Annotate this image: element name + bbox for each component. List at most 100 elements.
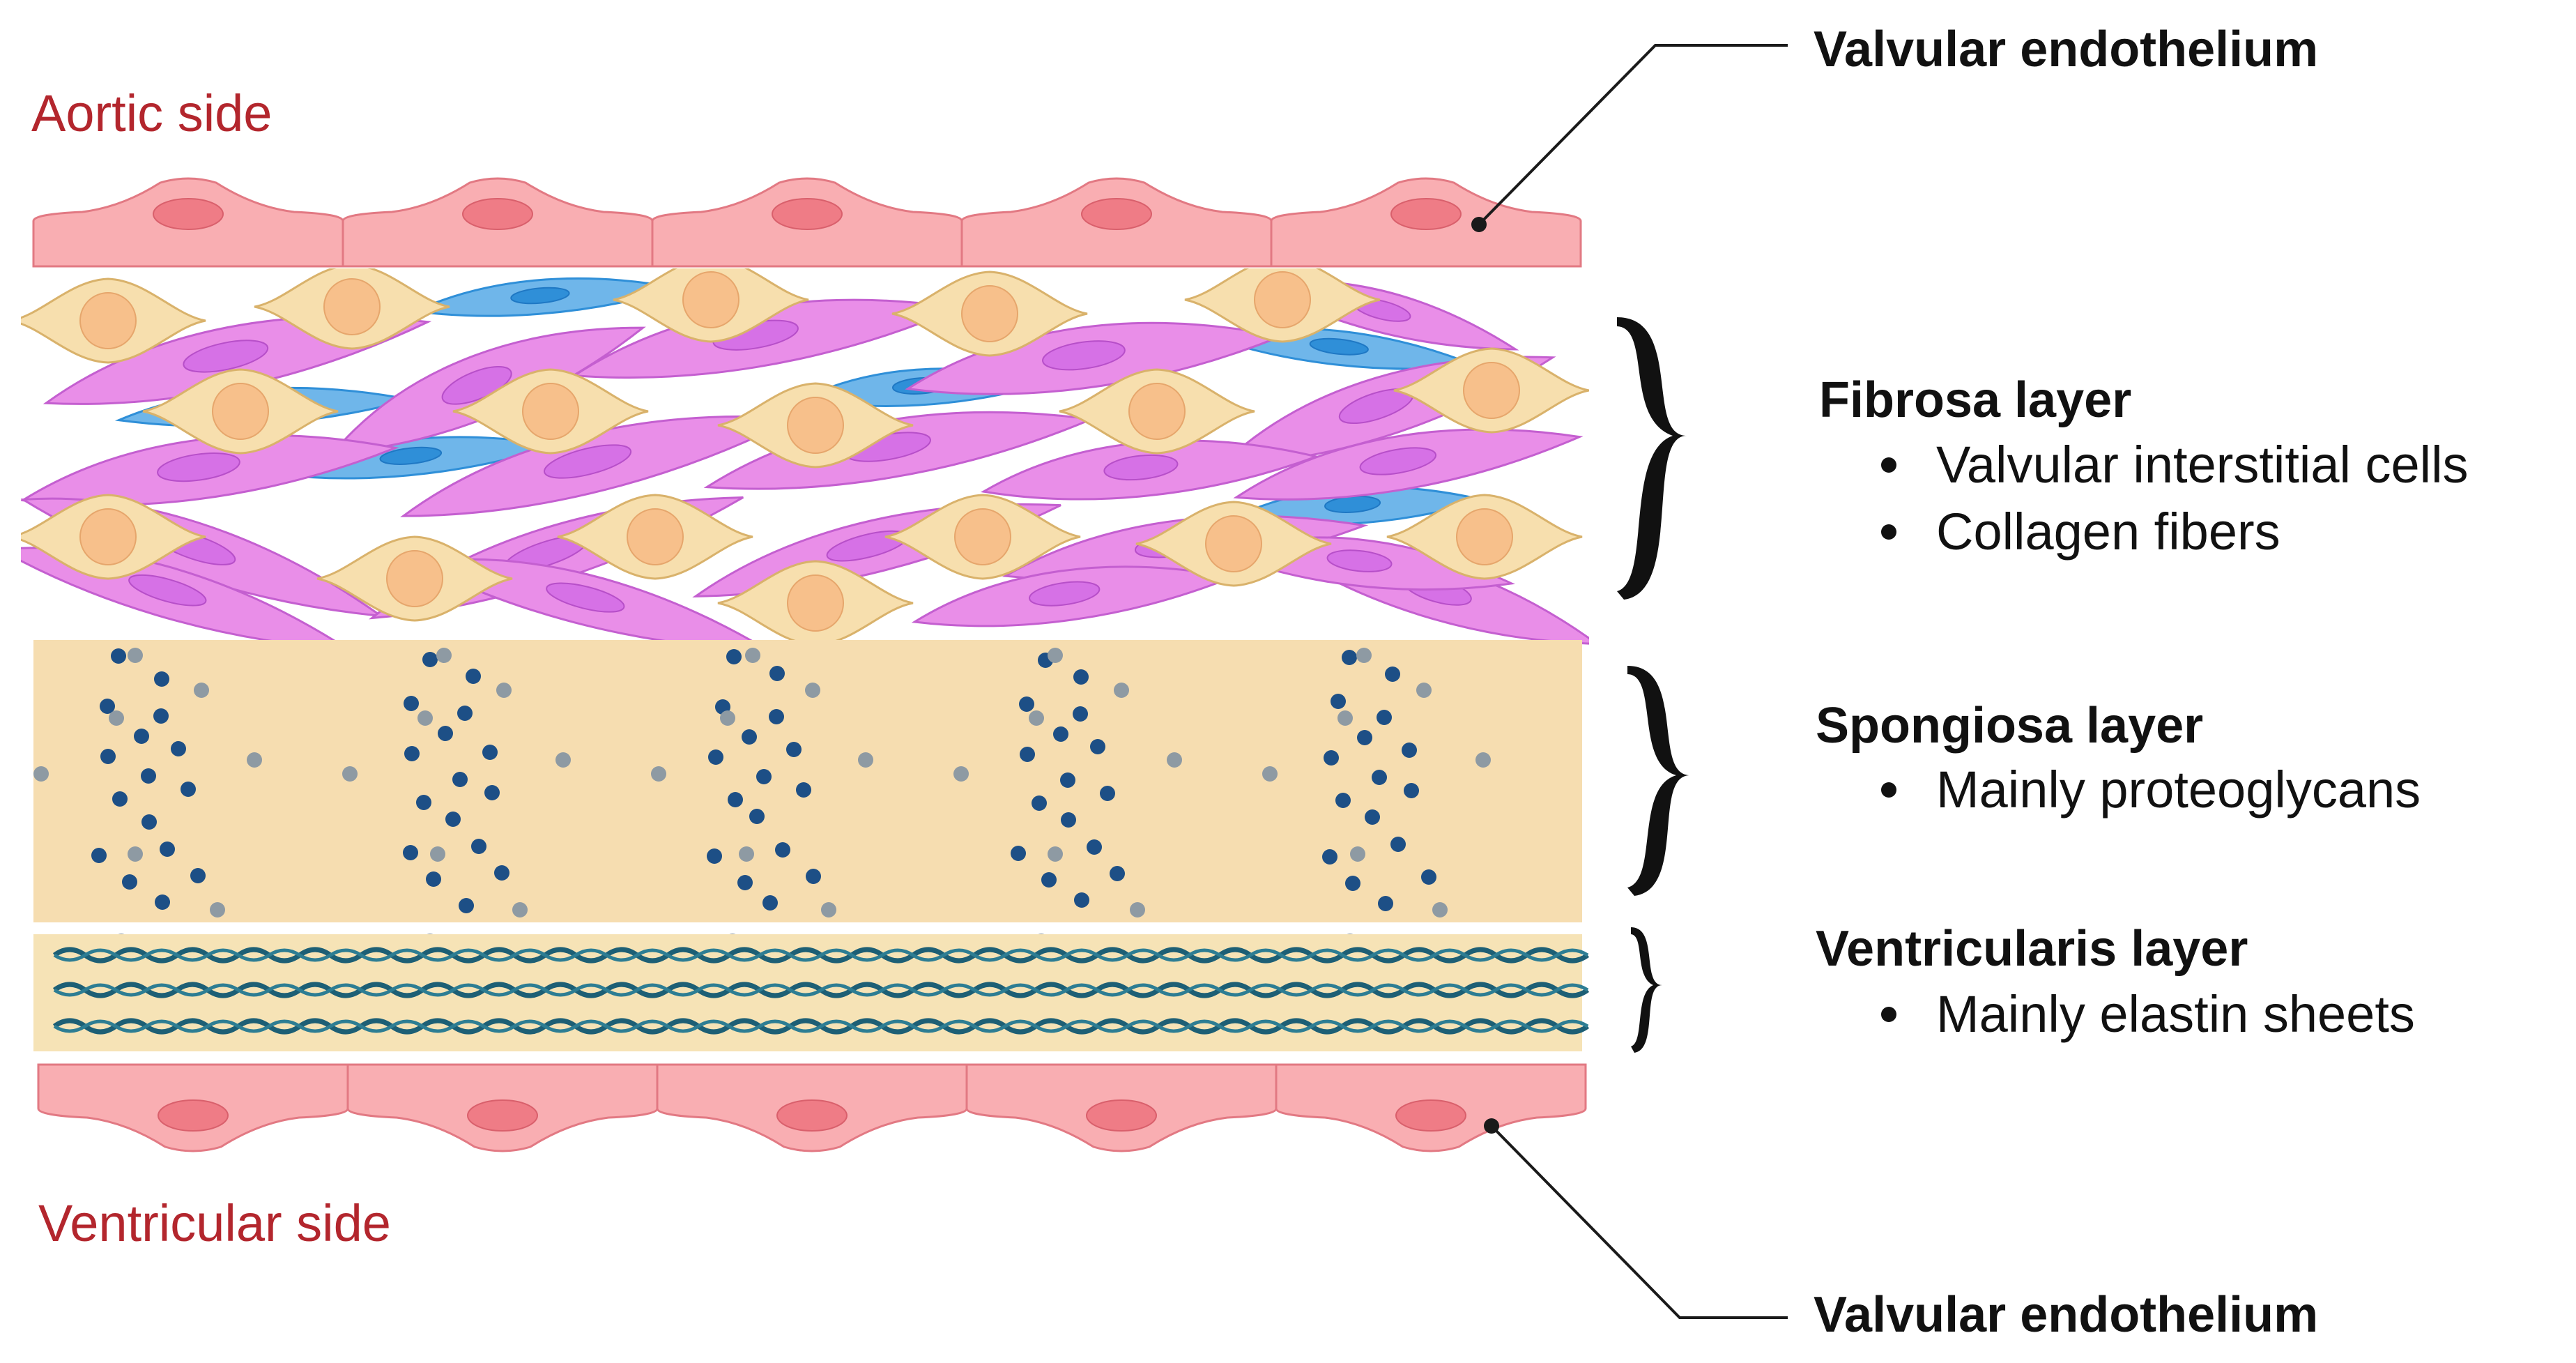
- interstitial-cell-round: [717, 560, 914, 646]
- proteoglycan-dot: [459, 898, 474, 913]
- spongiosa-brace-icon: [1627, 666, 1690, 896]
- proteoglycan-dot: [745, 648, 760, 663]
- proteoglycan-dot: [1048, 648, 1063, 663]
- endothelial-nucleus: [153, 198, 224, 230]
- proteoglycan-dot: [452, 772, 468, 787]
- proteoglycan-dot: [181, 782, 196, 797]
- fibrosa-layer-cells: [21, 268, 1589, 648]
- spongiosa-bullet-1-text: Mainly proteoglycans: [1936, 761, 2421, 818]
- proteoglycan-dot: [858, 752, 873, 768]
- proteoglycan-dot: [1011, 846, 1026, 861]
- proteoglycan-dot: [1350, 846, 1365, 862]
- proteoglycan-dot: [496, 683, 512, 698]
- ventricularis-layer-title: Ventricularis layer: [1816, 921, 2248, 977]
- proteoglycan-dot: [91, 848, 107, 863]
- proteoglycan-dot: [805, 683, 820, 698]
- proteoglycan-dot: [1390, 837, 1406, 852]
- proteoglycan-dot: [1130, 902, 1145, 917]
- proteoglycan-dot: [756, 769, 772, 784]
- proteoglycan-dot: [1404, 783, 1419, 798]
- aortic-side-label: Aortic side: [31, 84, 272, 142]
- elastin-fiber: [53, 948, 1589, 962]
- proteoglycan-dot: [1377, 710, 1392, 725]
- proteoglycan-dot: [806, 869, 821, 884]
- fibrosa-bullet-2: [1881, 524, 1896, 540]
- proteoglycan-dot: [821, 902, 836, 917]
- proteoglycan-dot: [1020, 747, 1035, 762]
- proteoglycan-dot: [494, 865, 509, 881]
- endothelial-nucleus: [776, 1099, 848, 1132]
- proteoglycan-dot: [1041, 872, 1057, 888]
- interstitial-cell-purple: [413, 558, 769, 648]
- proteoglycan-dot: [153, 708, 169, 724]
- proteoglycan-dot: [445, 812, 461, 827]
- interstitial-cell-round: [1184, 268, 1381, 343]
- proteoglycan-dot: [1356, 648, 1372, 663]
- proteoglycan-dot: [953, 766, 969, 782]
- interstitial-cell-round: [21, 277, 206, 364]
- interstitial-cell-round: [21, 494, 206, 580]
- bottom-endothelium-leader-line: [1490, 1125, 1788, 1319]
- proteoglycan-dot: [769, 709, 784, 724]
- proteoglycan-dot: [786, 742, 802, 757]
- proteoglycan-dot: [726, 649, 742, 664]
- interstitial-cell-purple: [330, 326, 646, 455]
- proteoglycan-dot: [404, 696, 419, 711]
- proteoglycan-dot: [155, 894, 170, 910]
- interstitial-cell-round: [891, 271, 1088, 357]
- proteoglycan-dot: [728, 792, 743, 807]
- proteoglycan-dot: [1048, 846, 1063, 862]
- proteoglycan-dot: [1342, 650, 1357, 665]
- interstitial-cell-round: [316, 535, 513, 622]
- proteoglycan-dot: [1073, 706, 1088, 722]
- proteoglycan-dot: [1090, 739, 1105, 754]
- proteoglycan-dot: [651, 766, 666, 782]
- proteoglycan-dot: [1100, 786, 1115, 801]
- proteoglycan-dot: [1061, 812, 1076, 828]
- proteoglycan-dot: [1029, 710, 1044, 726]
- proteoglycan-dot: [471, 839, 486, 854]
- proteoglycan-dot: [134, 729, 149, 744]
- proteoglycan-dot: [426, 871, 441, 887]
- fibrosa-brace-icon: [1617, 317, 1687, 600]
- interstitial-cell-round: [1059, 368, 1255, 455]
- bottom-endothelium-label: Valvular endothelium: [1814, 1287, 2318, 1343]
- interstitial-cell-purple: [911, 565, 1236, 627]
- proteoglycan-dot: [100, 749, 116, 764]
- endothelial-nucleus: [1086, 1099, 1157, 1132]
- spongiosa-layer: [33, 640, 1582, 949]
- proteoglycan-dot: [417, 710, 433, 726]
- proteoglycan-dot: [128, 648, 143, 663]
- top-endothelium-layer: [32, 177, 1582, 268]
- proteoglycan-dot: [1432, 902, 1448, 917]
- proteoglycan-dot: [33, 766, 49, 782]
- proteoglycan-dot: [1378, 896, 1393, 911]
- interstitial-cell-round: [1135, 501, 1332, 587]
- proteoglycan-dot: [482, 745, 498, 760]
- top-endothelium-leader-line: [1478, 44, 1788, 226]
- interstitial-cell-round: [557, 494, 753, 580]
- proteoglycan-dot: [1167, 752, 1182, 768]
- proteoglycan-dot: [775, 842, 790, 858]
- proteoglycan-dot: [1475, 752, 1491, 768]
- proteoglycan-dot: [749, 809, 765, 824]
- proteoglycan-dot: [555, 752, 571, 768]
- proteoglycan-dot: [1110, 866, 1125, 881]
- proteoglycan-dot: [1019, 696, 1034, 712]
- proteoglycan-dot: [1421, 869, 1436, 885]
- proteoglycan-dot: [1337, 710, 1353, 726]
- interstitial-cell-round: [613, 268, 809, 343]
- proteoglycan-dot: [1335, 793, 1351, 808]
- proteoglycan-dot: [210, 902, 225, 917]
- endothelial-nucleus: [1081, 198, 1152, 230]
- bottom-endothelium-leader-dot: [1484, 1118, 1499, 1134]
- proteoglycan-dot: [1053, 726, 1068, 742]
- proteoglycan-dot: [422, 652, 438, 667]
- proteoglycan-dot: [1322, 849, 1337, 865]
- proteoglycan-dot: [1416, 683, 1432, 698]
- proteoglycan-dot: [438, 726, 453, 741]
- interstitial-cell-round: [254, 268, 450, 350]
- fibrosa-bullet-1: [1881, 457, 1896, 473]
- proteoglycan-dot: [342, 766, 358, 782]
- proteoglycan-dot: [128, 846, 143, 862]
